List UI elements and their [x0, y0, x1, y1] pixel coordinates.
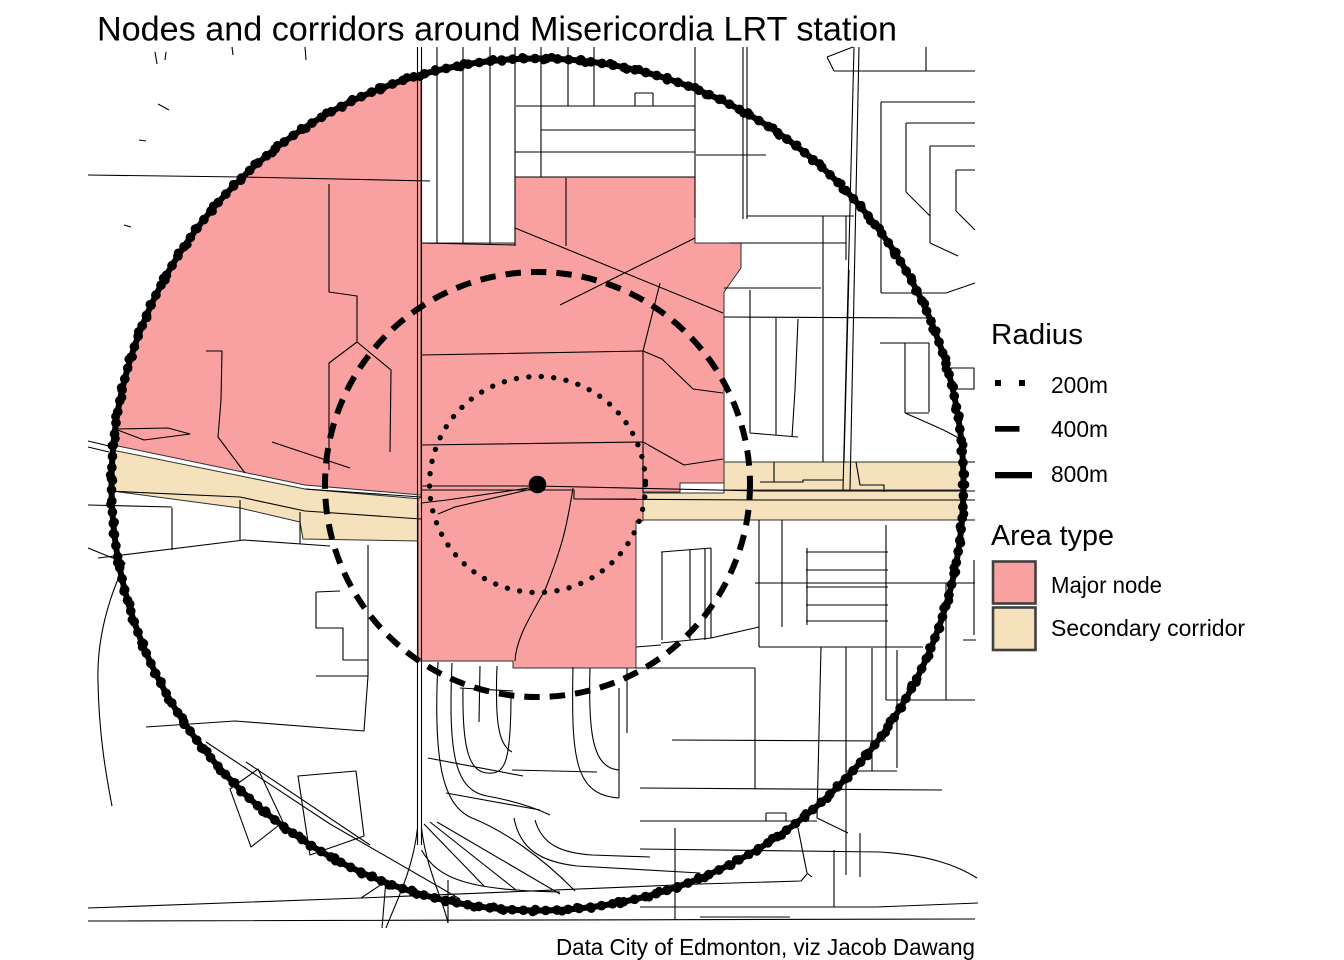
- svg-text:Area type: Area type: [991, 520, 1114, 552]
- svg-text:200m: 200m: [1051, 372, 1108, 398]
- svg-text:400m: 400m: [1051, 416, 1108, 442]
- svg-text:Major node: Major node: [1051, 572, 1162, 598]
- svg-text:Radius: Radius: [991, 319, 1083, 351]
- svg-text:Data City of Edmonton, viz Jac: Data City of Edmonton, viz Jacob Dawang: [556, 934, 975, 960]
- svg-text:800m: 800m: [1051, 461, 1108, 487]
- svg-text:Nodes and corridors around Mis: Nodes and corridors around Misericordia …: [97, 11, 897, 49]
- svg-text:Secondary corridor: Secondary corridor: [1051, 615, 1245, 641]
